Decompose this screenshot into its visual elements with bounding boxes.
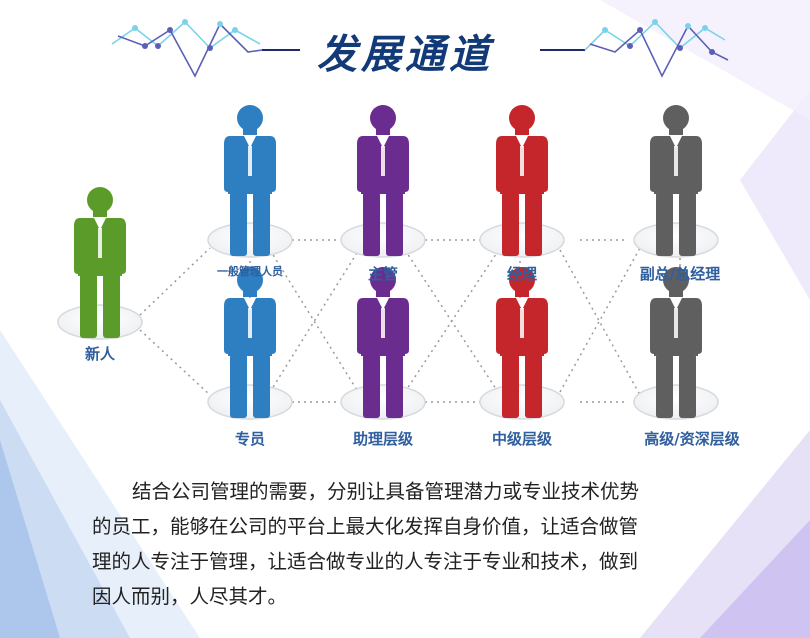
label-general-manager-staff: 一般管理人员: [217, 265, 283, 278]
paragraph-line-4: 因人而别，人尽其才。: [92, 585, 288, 608]
description-paragraph: 结合公司管理的需要，分别让具备管理潜力或专业技术优势 的员工，能够在公司的平台上…: [92, 474, 732, 614]
paragraph-line-1: 结合公司管理的需要，分别让具备管理潜力或专业技术优势: [132, 480, 640, 503]
label-manager: 经理: [506, 265, 538, 283]
paragraph-line-2: 的员工，能够在公司的平台上最大化发挥自身价值，让适合做管: [92, 515, 639, 538]
label-supervisor: 主管: [367, 265, 399, 283]
label-senior-expert-level: 高级/资深层级: [644, 430, 740, 448]
label-deputy-general-manager: 副总/总经理: [639, 265, 721, 283]
title-decoration-left: [111, 19, 300, 78]
label-middle-level: 中级层级: [491, 430, 553, 448]
paragraph-line-3: 理的人专注于管理，让适合做专业的人专注于专业和技术，做到: [92, 550, 639, 573]
label-assistant-level: 助理层级: [352, 430, 414, 448]
title-decoration-right: [540, 19, 729, 78]
page-title: 发展通道: [317, 31, 493, 78]
label-specialist: 专员: [234, 430, 266, 448]
platforms: [57, 222, 719, 420]
label-newcomer: 新人: [84, 345, 116, 363]
